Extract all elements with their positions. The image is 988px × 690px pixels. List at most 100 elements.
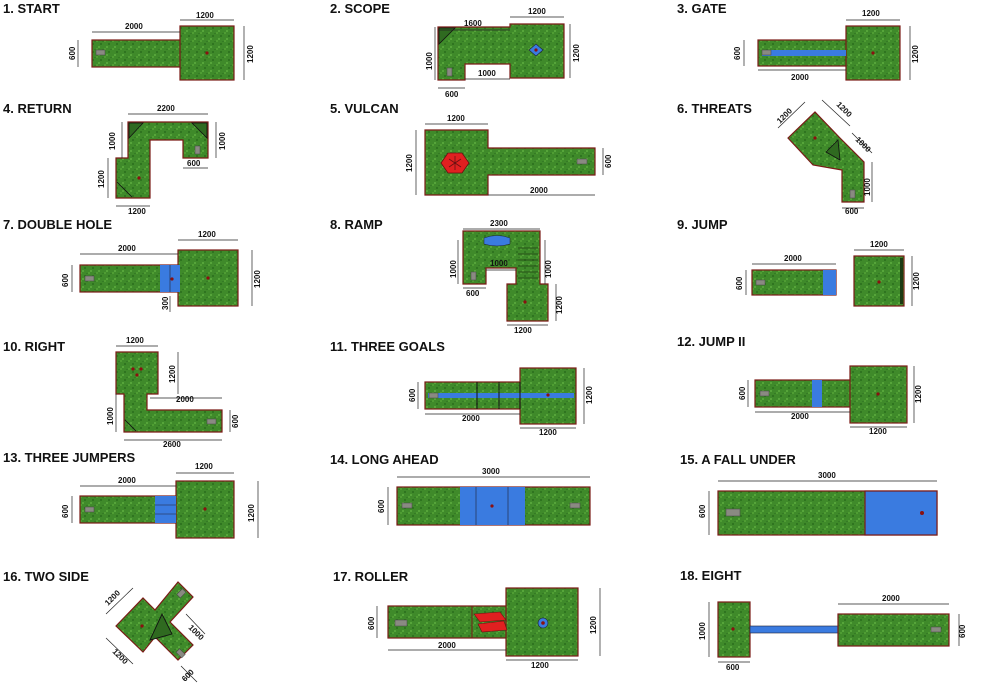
hole-3: 3. GATE 1200 600 2000 1200 (677, 1, 920, 82)
hole-cup (534, 48, 538, 52)
dimension-label: 2000 (118, 244, 136, 253)
dimension-label: 1200 (862, 9, 880, 18)
dimension-label: 1200 (539, 428, 557, 437)
dimension-label: 2000 (791, 73, 809, 82)
hole-5: 5. VULCAN 1200 1200 600 2000 (330, 101, 613, 196)
dimension-label: 2000 (784, 254, 802, 263)
course-surface (837, 613, 950, 647)
tee-pad (194, 145, 201, 155)
dimension-label: 600 (845, 207, 859, 216)
hole-cup (490, 504, 494, 508)
hole-cup (170, 277, 174, 281)
dimension-label: 1200 (246, 45, 255, 63)
dimension-label: 1200 (198, 230, 216, 239)
dimension-label: 1200 (126, 336, 144, 345)
tee-pad (84, 506, 95, 513)
roller-obstacle (477, 620, 508, 633)
dimension-label: 2000 (118, 476, 136, 485)
hole-cup (920, 511, 924, 515)
dimension-label: 1000 (106, 407, 115, 425)
tee-pad (930, 626, 942, 633)
dimension-label: 1200 (447, 114, 465, 123)
dimension-label: 2600 (163, 440, 181, 449)
hole-cup (205, 51, 209, 55)
hole-cup (546, 393, 550, 397)
tee-pad (206, 418, 217, 425)
dimension-label: 600 (61, 504, 70, 518)
hole-title: 9. JUMP (677, 217, 728, 232)
dimension-label: 600 (733, 46, 742, 60)
hole-18: 18. EIGHT 2000 1000 600 600 (680, 568, 967, 672)
tee-pad (84, 275, 95, 282)
tee-pad (569, 502, 581, 509)
hole-cup (137, 176, 141, 180)
tee-pad (394, 619, 408, 627)
hole-cup (135, 373, 139, 377)
hole-17: 17. ROLLER 600 2000 1200 1200 (333, 569, 601, 670)
hole-title: 8. RAMP (330, 217, 383, 232)
dimension-label: 1200 (195, 462, 213, 471)
dimension-label: 2300 (490, 219, 508, 228)
bank-wedge (149, 612, 173, 641)
hole-1: 1. START 2000 1200 600 1200 (3, 1, 255, 81)
hole-15: 15. A FALL UNDER 3000 600 (680, 452, 938, 536)
hole-9: 9. JUMP 2000 1200 600 1200 (677, 217, 921, 307)
dimension-label: 1200 (912, 272, 921, 290)
tee-pad (759, 390, 770, 397)
hole-cup (731, 627, 735, 631)
hole-title: 3. GATE (677, 1, 727, 16)
dimension-label: 600 (61, 273, 70, 287)
dimension-label: 1200 (168, 365, 177, 383)
dimension-label: 1000 (478, 69, 496, 78)
tee-pad (175, 648, 186, 659)
course-surface (91, 39, 183, 68)
hole-cup (131, 367, 135, 371)
dimension-label: 1000 (218, 132, 227, 150)
hole-14: 14. LONG AHEAD 3000 600 (330, 452, 591, 526)
bank-wedge (900, 258, 903, 304)
dimension-label: 1000 (698, 622, 707, 640)
dimension-label: 1200 (97, 170, 106, 188)
hole-cup (871, 51, 875, 55)
dimension-label: 1200 (870, 240, 888, 249)
tee-pad (849, 189, 856, 199)
tee-pad (401, 502, 413, 509)
water-hazard (823, 270, 836, 295)
hole-title: 18. EIGHT (680, 568, 741, 583)
hole-cup (140, 624, 144, 628)
hole-8: 8. RAMP 2300 1000 1000 1000 600 1200 120… (330, 217, 564, 335)
hole-title: 5. VULCAN (330, 101, 399, 116)
water-channel (428, 393, 574, 398)
hole-cup (203, 507, 207, 511)
bank-line (116, 181, 133, 198)
bank-wedge (438, 27, 456, 45)
dimension-label: 600 (698, 504, 707, 518)
course-surface (437, 23, 565, 81)
dimension-label: 3000 (482, 467, 500, 476)
dimension-label: 600 (604, 154, 613, 168)
dimension-label: 1200 (103, 588, 122, 607)
dimension-label: 600 (367, 616, 376, 630)
dimension-label: 1200 (869, 427, 887, 436)
tee-pad (428, 392, 439, 399)
water-pond (483, 235, 511, 247)
tee-pad (755, 279, 766, 286)
dimension-label: 1200 (555, 296, 564, 314)
dimension-label: 1000 (108, 132, 117, 150)
dimension-label: 1000 (187, 623, 206, 642)
dimension-label: 600 (231, 414, 240, 428)
hole-cup (813, 136, 817, 140)
dimension-label: 3000 (818, 471, 836, 480)
dimension-label: 1200 (775, 106, 794, 125)
ramp-steps (518, 247, 538, 279)
dimension-label: 600 (408, 388, 417, 402)
hole-cup (541, 621, 545, 625)
hole-title: 6. THREATS (677, 101, 752, 116)
hole-16: 16. TWO SIDE 1200 1000 1200 600 (3, 569, 206, 683)
dimension-label: 600 (377, 499, 386, 513)
course-surface (754, 379, 853, 408)
hole-cup (876, 392, 880, 396)
hole-4: 4. RETURN 2200 1000 1000 600 1200 1200 (3, 101, 227, 216)
dimension-label: 1000 (449, 260, 458, 278)
hole-12: 12. JUMP II 600 2000 1200 1200 (677, 334, 923, 436)
